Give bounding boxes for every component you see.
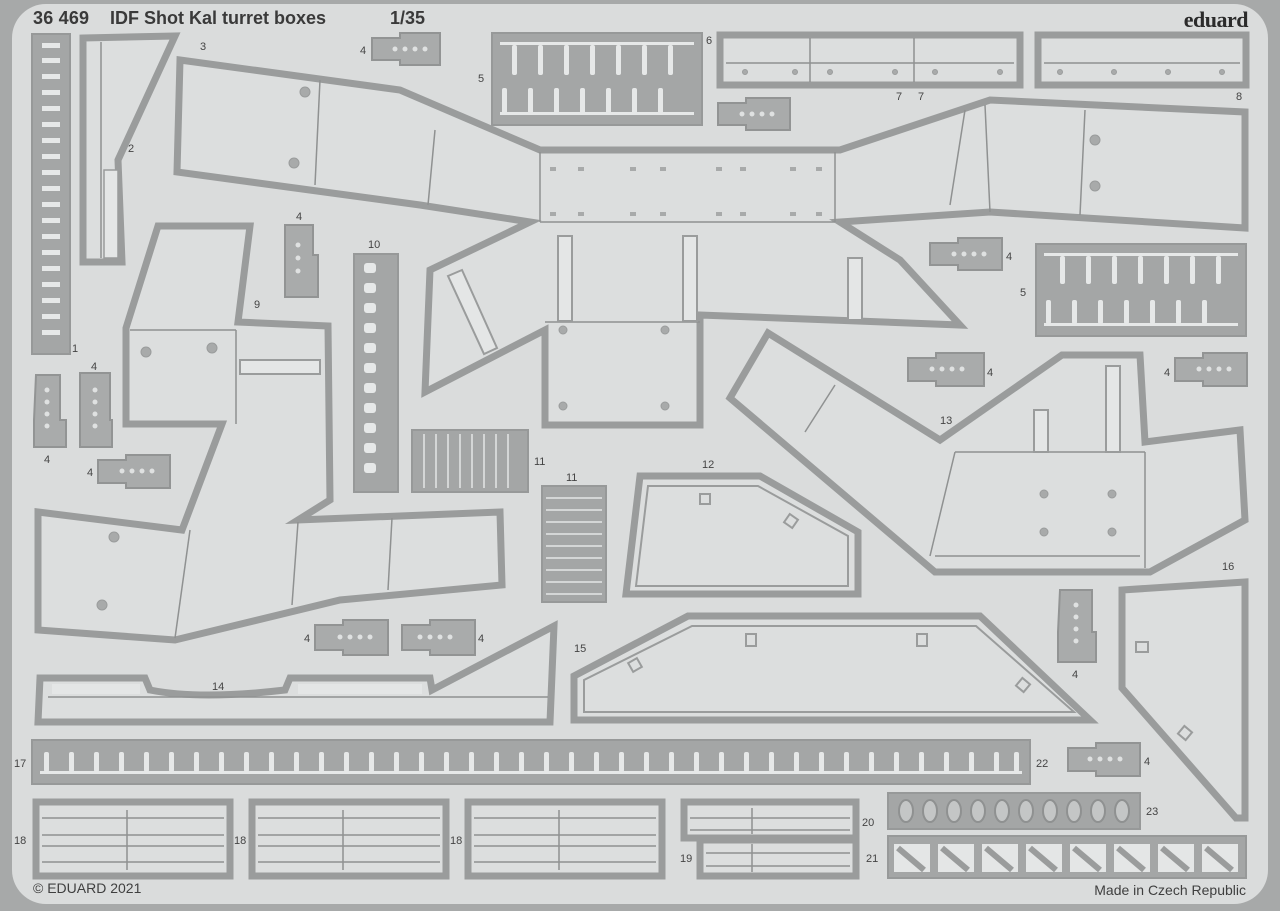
label-part-7: 7: [896, 91, 902, 103]
label-part-4: 4: [987, 367, 993, 379]
part-11-mesh-b: [541, 485, 607, 603]
label-part-5: 5: [1020, 287, 1026, 299]
product-code: 36 469: [33, 8, 90, 28]
label-part-7: 7: [918, 91, 924, 103]
label-part-18: 18: [14, 835, 26, 847]
label-part-18: 18: [450, 835, 462, 847]
label-part-22: 22: [1036, 758, 1048, 770]
label-part-4: 4: [360, 45, 366, 57]
label-part-9: 9: [254, 299, 260, 311]
label-part-12: 12: [702, 459, 714, 471]
label-part-4: 4: [1144, 756, 1150, 768]
product-name: IDF Shot Kal turret boxes: [110, 8, 327, 28]
part-1: [31, 33, 71, 355]
label-part-13: 13: [940, 415, 952, 427]
part-18-19-rails: [32, 798, 860, 880]
label-part-19: 19: [680, 853, 692, 865]
part-12: [622, 472, 862, 598]
label-part-10: 10: [368, 239, 380, 251]
label-part-15: 15: [574, 643, 586, 655]
brand-logo: eduard: [1183, 7, 1249, 32]
part-main-turret-box: [173, 56, 1249, 429]
label-part-4: 4: [1072, 669, 1078, 681]
label-part-4: 4: [91, 361, 97, 373]
part-5-top: [491, 32, 703, 126]
label-part-3: 3: [200, 41, 206, 53]
label-part-4: 4: [304, 633, 310, 645]
label-part-4: 4: [87, 467, 93, 479]
copyright-text: © EDUARD 2021: [33, 880, 142, 896]
label-part-1: 1: [72, 343, 78, 355]
part-2: [79, 32, 181, 266]
label-part-11: 11: [534, 456, 545, 468]
part-10: [353, 253, 399, 493]
label-part-14: 14: [212, 681, 224, 693]
part-4-clip-holes: [44, 46, 1232, 762]
part-14: [34, 620, 558, 726]
part-number-labels: 1 2 3 4 4 4 4 4 4 4 4 4 4 4 4 5 5 6 7 7 …: [14, 35, 1242, 865]
part-15: [570, 612, 1099, 724]
label-part-5: 5: [478, 73, 484, 85]
label-part-23: 23: [1146, 806, 1158, 818]
label-part-2: 2: [128, 143, 134, 155]
label-part-6: 6: [706, 35, 712, 47]
part-11-mesh-a: [411, 429, 529, 493]
scale-label: 1/35: [390, 8, 426, 28]
origin-text: Made in Czech Republic: [1094, 882, 1246, 898]
part-4-clips: [33, 32, 1248, 777]
part-13: [725, 328, 1249, 576]
label-part-16: 16: [1222, 561, 1234, 573]
label-part-8: 8: [1236, 91, 1242, 103]
label-part-4: 4: [1006, 251, 1012, 263]
part-5-right: [1035, 243, 1247, 337]
part-8-rail: [1034, 31, 1250, 89]
part-21: [887, 835, 1247, 879]
part-17-22-strip: [31, 739, 1031, 785]
part-6-7-rails: [716, 31, 1024, 89]
label-part-17: 17: [14, 758, 26, 770]
part-23: [887, 792, 1141, 830]
label-part-4: 4: [478, 633, 484, 645]
label-part-20: 20: [862, 817, 874, 829]
label-part-11: 11: [566, 472, 577, 484]
part-16: [1118, 578, 1249, 822]
label-part-4: 4: [296, 211, 302, 223]
label-part-4: 4: [44, 454, 50, 466]
label-part-18: 18: [234, 835, 246, 847]
label-part-4: 4: [1164, 367, 1170, 379]
label-part-21: 21: [866, 853, 878, 865]
part-9: [34, 222, 506, 644]
